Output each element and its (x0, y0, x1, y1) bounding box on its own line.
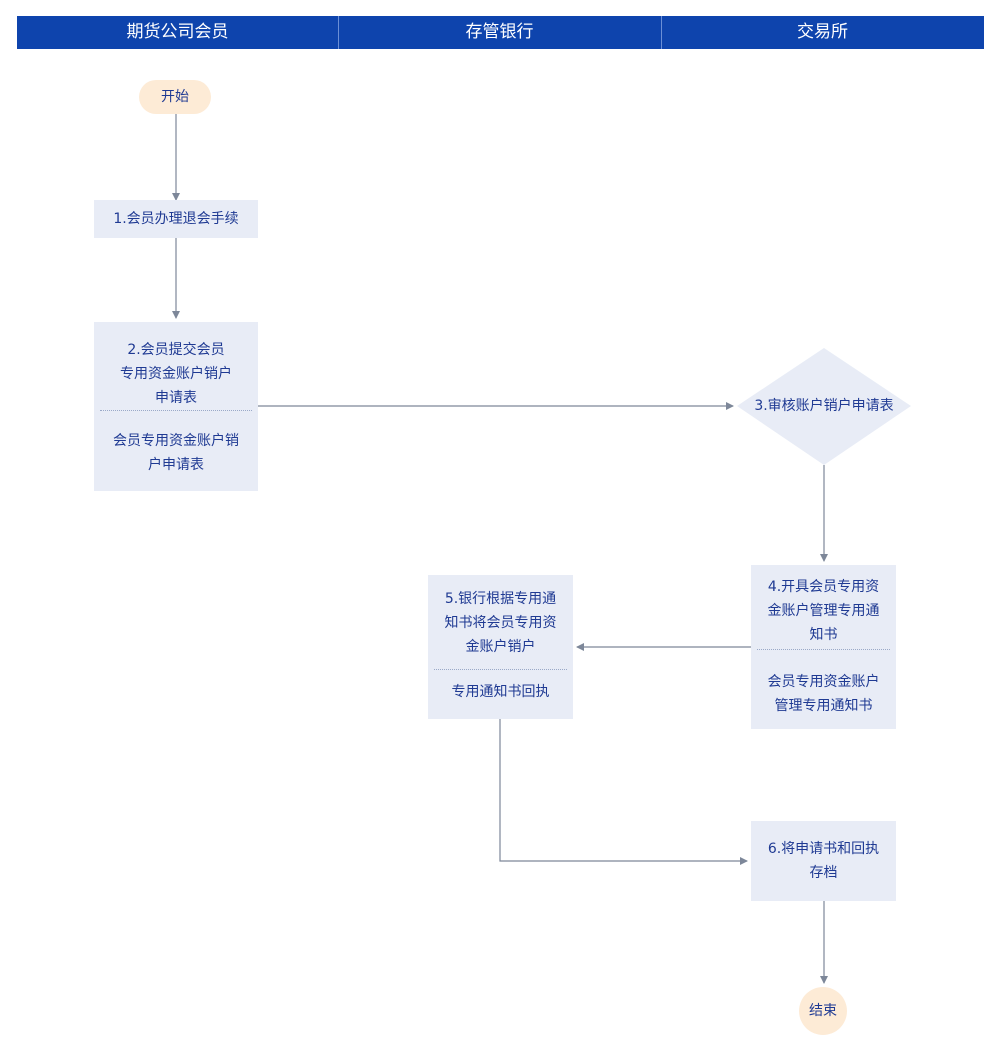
step-2-separator (100, 410, 252, 411)
step-6-title: 6.将申请书和回执 存档 (767, 841, 880, 881)
start-terminal: 开始 (139, 80, 211, 114)
step-5-box: 5.银行根据专用通 知书将会员专用资 金账户销户 专用通知书回执 (428, 575, 573, 719)
lane-header-exchange: 交易所 (661, 16, 984, 49)
lane-header-member: 期货公司会员 (17, 16, 338, 49)
lane-header-bank: 存管银行 (338, 16, 661, 49)
end-label: 结束 (809, 1003, 837, 1019)
step-4-title: 4.开具会员专用资 金账户管理专用通 知书 (767, 579, 880, 643)
step-2-title: 2.会员提交会员 专用资金账户销户 申请表 (120, 342, 232, 406)
step-4-document: 会员专用资金账户 管理专用通知书 (767, 674, 880, 714)
decision-diamond (737, 348, 911, 465)
start-label: 开始 (161, 89, 189, 105)
step-4-separator (757, 649, 890, 650)
step-2-document: 会员专用资金账户销 户申请表 (113, 433, 239, 473)
step-4-box: 4.开具会员专用资 金账户管理专用通 知书 会员专用资金账户 管理专用通知书 (751, 565, 896, 729)
step-5-title: 5.银行根据专用通 知书将会员专用资 金账户销户 (444, 591, 557, 655)
step-1-box: 1.会员办理退会手续 (94, 200, 258, 238)
end-terminal: 结束 (799, 987, 847, 1035)
lane-divider (661, 16, 662, 49)
step-5-separator (434, 669, 567, 670)
step-6-box: 6.将申请书和回执 存档 (751, 821, 896, 901)
step-5-document: 专用通知书回执 (451, 684, 550, 700)
step-1-title: 1.会员办理退会手续 (113, 211, 239, 227)
step-3-title: 3.审核账户销户申请表 (754, 398, 894, 414)
step-2-box: 2.会员提交会员 专用资金账户销户 申请表 会员专用资金账户销 户申请表 (94, 322, 258, 491)
edge-step5-to-step6 (499, 719, 748, 865)
lane-divider (338, 16, 339, 49)
